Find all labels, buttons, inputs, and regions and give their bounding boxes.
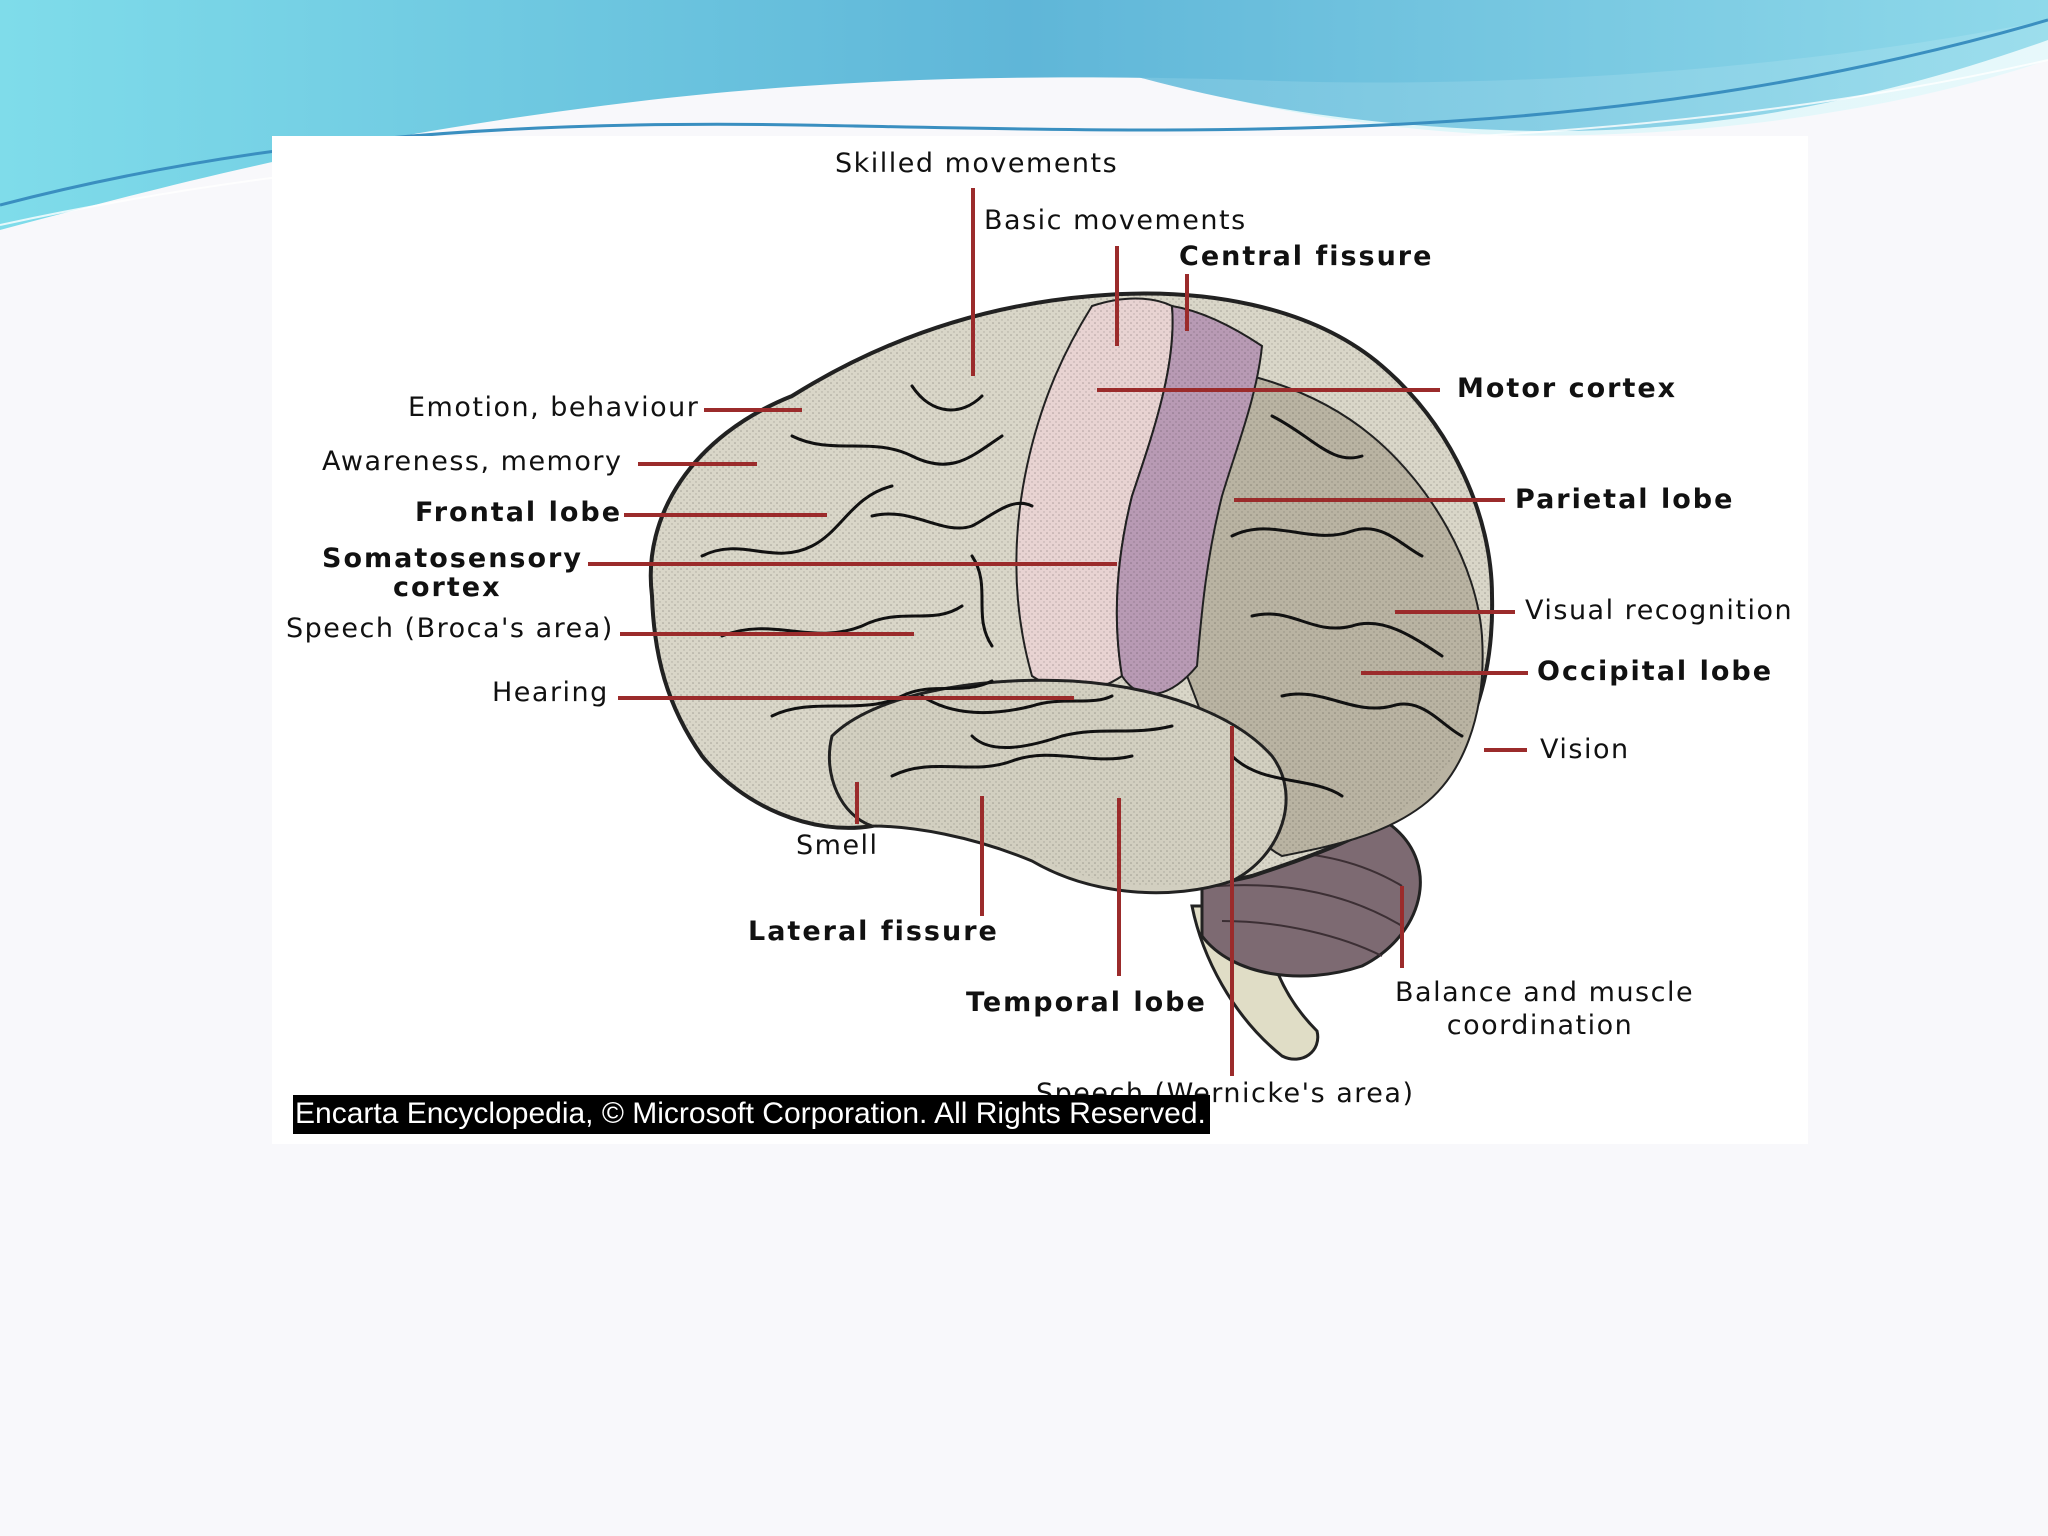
label-lateral-fissure: Lateral fissure (748, 916, 999, 947)
label-vision: Vision (1540, 734, 1630, 765)
label-awareness-memory: Awareness, memory (322, 446, 623, 477)
label-parietal-lobe: Parietal lobe (1515, 484, 1735, 515)
leader-lines (588, 188, 1528, 1076)
label-smell: Smell (796, 830, 879, 861)
label-somatosensory-cortex-line2: cortex (393, 572, 502, 603)
label-occipital-lobe: Occipital lobe (1537, 656, 1774, 687)
brain-illustration (588, 188, 1528, 1076)
label-emotion-behaviour: Emotion, behaviour (408, 392, 700, 423)
label-balance-coordination-line2: coordination (1446, 1010, 1634, 1041)
label-somatosensory-cortex: Somatosensory (322, 543, 583, 574)
label-central-fissure: Central fissure (1179, 241, 1434, 272)
copyright-caption: Encarta Encyclopedia, © Microsoft Corpor… (293, 1095, 1210, 1134)
label-frontal-lobe: Frontal lobe (415, 497, 623, 528)
label-skilled-movements: Skilled movements (835, 148, 1119, 179)
label-motor-cortex: Motor cortex (1457, 373, 1678, 404)
label-temporal-lobe: Temporal lobe (966, 987, 1207, 1018)
label-speech-broca: Speech (Broca's area) (286, 613, 614, 644)
label-visual-recognition: Visual recognition (1525, 595, 1794, 626)
label-hearing: Hearing (492, 677, 609, 708)
label-balance-coordination: Balance and muscle (1395, 977, 1695, 1008)
diagram-panel (272, 136, 1808, 1144)
label-basic-movements: Basic movements (984, 205, 1247, 236)
